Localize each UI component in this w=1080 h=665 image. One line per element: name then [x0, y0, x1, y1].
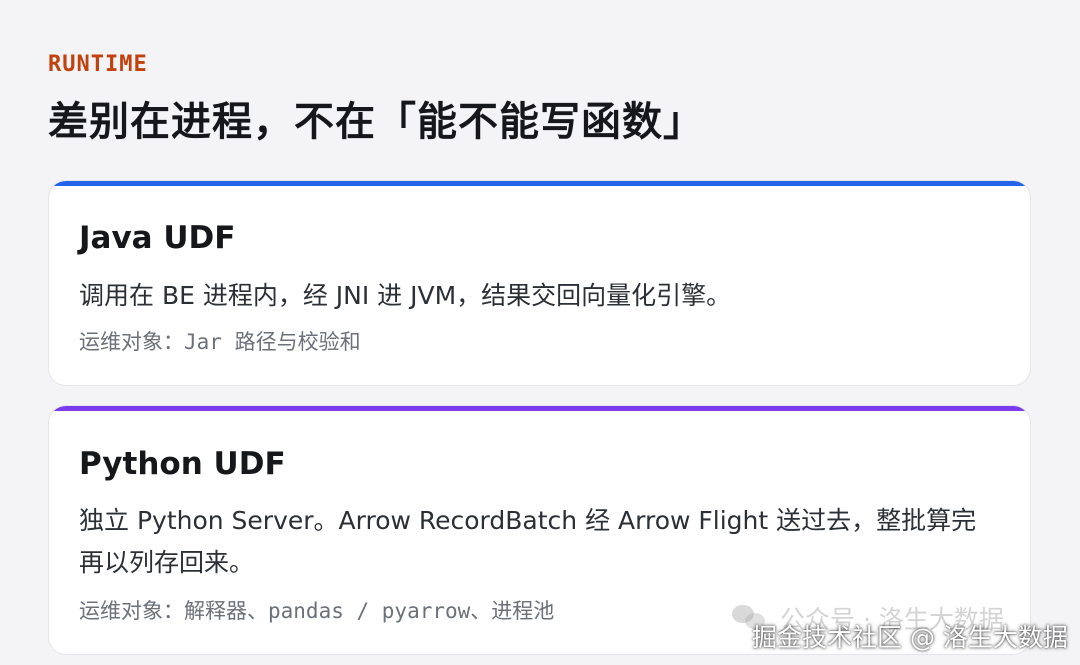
card-title: Python UDF — [79, 446, 286, 482]
juejin-watermark: 掘金技术社区 @ 洛生大数据 — [752, 623, 1068, 652]
card-accent-bar — [49, 406, 1030, 411]
page-title: 差别在进程，不在「能不能写函数」 — [48, 99, 704, 145]
ops-label: 运维对象： — [79, 599, 184, 623]
ops-label: 运维对象： — [79, 330, 184, 354]
card-description: 调用在 BE 进程内，经 JNI 进 JVM，结果交回向量化引擎。 — [79, 281, 732, 310]
card-description: 独立 Python Server。Arrow RecordBatch 经 Arr… — [79, 506, 977, 577]
card-title: Java UDF — [79, 220, 236, 256]
wechat-watermark: 公众号 · 洛生大数据 — [732, 600, 1004, 636]
eyebrow-label: RUNTIME — [48, 52, 148, 77]
card-python-udf: Python UDF 独立 Python Server。Arrow Record… — [48, 405, 1031, 655]
wechat-watermark-text: 公众号 · 洛生大数据 — [780, 605, 1004, 634]
card-accent-bar — [49, 181, 1030, 186]
ops-value: Jar 路径与校验和 — [184, 330, 361, 354]
card-java-udf: Java UDF 调用在 BE 进程内，经 JNI 进 JVM，结果交回向量化引… — [48, 180, 1031, 386]
card-ops-line: 运维对象：Jar 路径与校验和 — [79, 327, 361, 357]
ops-value: 解释器、pandas / pyarrow、进程池 — [184, 599, 555, 623]
card-ops-line: 运维对象：解释器、pandas / pyarrow、进程池 — [79, 596, 554, 626]
wechat-icon — [732, 605, 766, 631]
